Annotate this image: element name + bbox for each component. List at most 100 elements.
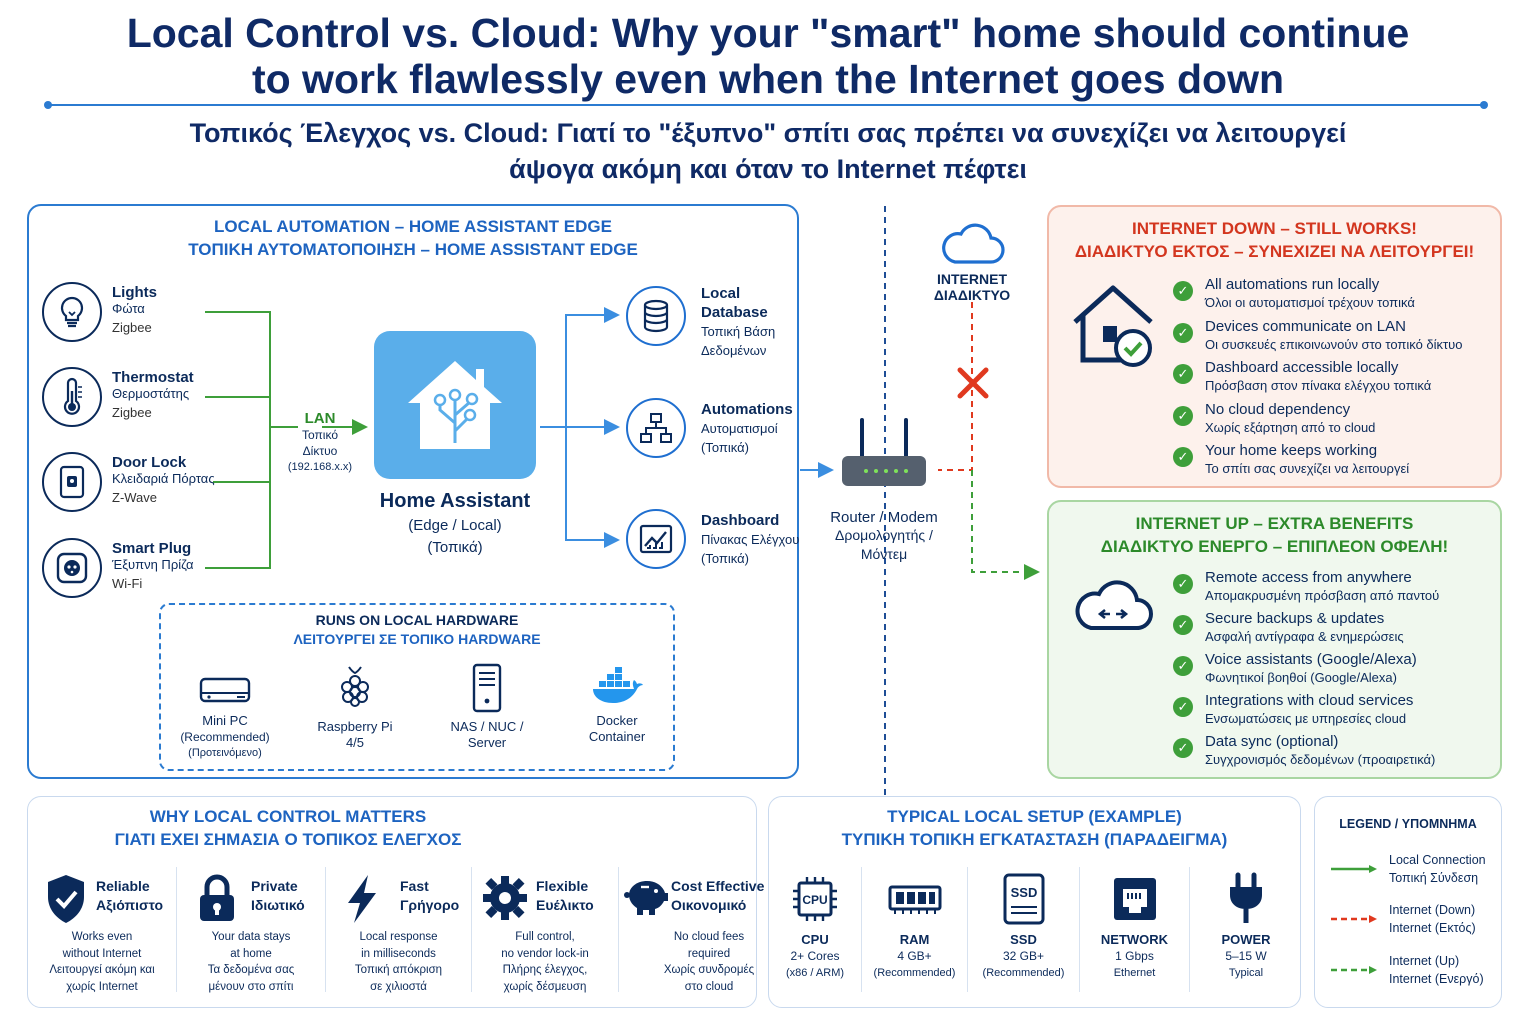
page-title-en: Local Control vs. Cloud: Why your "smart… <box>0 10 1536 102</box>
why-desc-3: Πλήρης έλεγχος, <box>502 964 588 976</box>
output-local-database[interactable]: Local Database Τοπική Βάση Δεδομένων <box>626 284 796 364</box>
local-panel-title: LOCAL AUTOMATION – HOME ASSISTANT EDGE Τ… <box>29 215 797 261</box>
why-desc-2: required <box>687 947 731 960</box>
setup-value: 4 GB+ <box>897 949 932 963</box>
check-icon: ✓ <box>1173 281 1193 301</box>
legend-en: Internet (Down) <box>1389 903 1476 917</box>
output-label-1: Dashboard <box>701 512 780 529</box>
device-name: Lights <box>112 284 157 301</box>
title-gr-line-2: άψογα ακόμη και όταν το Internet πέφτει <box>509 154 1027 184</box>
why-title-en: WHY LOCAL CONTROL MATTERS <box>149 807 427 826</box>
hw-label-2: Server <box>467 735 507 750</box>
check-icon: ✓ <box>1173 738 1193 758</box>
output-label-3: Αυτοματισμοί <box>701 421 778 436</box>
up-item-en: Voice assistants (Google/Alexa) <box>1205 651 1417 668</box>
internet-down-panel: INTERNET DOWN – STILL WORKS! ΔΙΑΔΙΚΤΥΟ Ε… <box>1047 205 1502 488</box>
down-item-gr: Πρόσβαση στον πίνακα ελέγχου τοπικά <box>1205 378 1432 393</box>
hw-label-2: (Recommended) <box>180 730 270 744</box>
mini-pc-icon <box>199 677 251 703</box>
hardware-nas-server[interactable]: NAS / NUC / Server <box>427 663 547 751</box>
home-check-icon <box>1073 285 1153 367</box>
legend-internet-up: Internet (Up)Internet (Ενεργό) <box>1331 952 1484 988</box>
router-label-gr-1: Δρομολογητής / <box>835 527 933 543</box>
setup-title-gr: ΤΥΠΙΚΗ ΤΟΠΙΚΗ ΕΓΚΑΤΑΣΤΑΣΗ (ΠΑΡΑΔΕΙΓΜΑ) <box>841 830 1228 849</box>
device-lights[interactable]: Lights Φώτα Zigbee <box>42 282 232 352</box>
title-line-1: Local Control vs. Cloud: Why your "smart… <box>126 10 1410 56</box>
ssd-glyph-text: SSD <box>1010 885 1037 900</box>
check-icon: ✓ <box>1173 615 1193 635</box>
lan-label: LAN Τοπικό Δίκτυο (192.168.x.x) <box>280 410 360 475</box>
divider-dot-right <box>1480 101 1488 109</box>
door-lock-icon <box>42 452 102 512</box>
down-item-en: All automations run locally <box>1205 276 1380 293</box>
setup-note: Ethernet <box>1113 967 1156 979</box>
up-item-gr: Φωνητικοί βοηθοί (Google/Alexa) <box>1205 670 1397 685</box>
why-desc-4: σε χιλιοστά <box>370 980 427 993</box>
down-item-en: Your home keeps working <box>1205 442 1378 459</box>
up-item-en: Remote access from anywhere <box>1205 569 1412 586</box>
setup-value: 32 GB+ <box>1002 949 1045 963</box>
why-head-gr: Γρήγορο <box>400 897 460 913</box>
hardware-title-en: RUNS ON LOCAL HARDWARE <box>315 612 519 628</box>
device-thermostat[interactable]: Thermostat Θερμοστάτης Zigbee <box>42 367 232 437</box>
padlock-icon <box>200 874 234 921</box>
hw-label-1: Docker <box>596 713 638 728</box>
up-item-gr: Απομακρυσμένη πρόσβαση από παντού <box>1205 588 1440 603</box>
why-title: WHY LOCAL CONTROL MATTERS ΓΙΑΤΙ ΕΧΕΙ ΣΗΜ… <box>88 805 488 851</box>
divider-dot-left <box>44 101 52 109</box>
raspberry-pi-icon <box>341 666 369 707</box>
legend-en: Internet (Up) <box>1389 954 1460 968</box>
setup-network: NETWORK 1 Gbps Ethernet <box>1080 863 1189 981</box>
docker-icon <box>593 667 643 703</box>
device-name: Door Lock <box>112 454 187 471</box>
device-name-gr: Κλειδαριά Πόρτας <box>112 471 215 486</box>
local-hardware-panel: RUNS ON LOCAL HARDWARE ΛΕΙΤΟΥΡΓΕΙ ΣΕ ΤΟΠ… <box>159 603 675 771</box>
legend-dashed-green-arrow <box>1331 966 1377 974</box>
down-item-gr: Το σπίτι σας συνεχίζει να λειτουργεί <box>1205 461 1410 476</box>
hardware-mini-pc[interactable]: Mini PC (Recommended) (Προτεινόμενο) <box>165 669 285 761</box>
hw-label-1: Raspberry Pi <box>317 719 393 734</box>
device-name-gr: Θερμοστάτης <box>112 386 190 401</box>
why-desc-3: Χωρίς συνδρομές <box>663 964 755 976</box>
device-smart-plug[interactable]: Smart Plug Έξυπνη Πρίζα Wi-Fi <box>42 538 232 608</box>
output-label-4: Δεδομένων <box>701 343 767 358</box>
output-label-1: Automations <box>701 401 793 418</box>
device-door-lock[interactable]: Door Lock Κλειδαριά Πόρτας Z-Wave <box>42 452 242 522</box>
router-node[interactable]: Router / Modem Δρομολογητής / Μόντεμ <box>824 416 944 564</box>
hw-label-2: 4/5 <box>345 735 365 750</box>
setup-note: (Recommended) <box>982 967 1065 979</box>
hardware-raspberry-pi[interactable]: Raspberry Pi 4/5 <box>295 663 415 751</box>
hardware-docker[interactable]: Docker Container <box>557 663 677 745</box>
up-title-en: INTERNET UP – EXTRA BENEFITS <box>1135 514 1414 533</box>
device-name-gr: Φώτα <box>112 301 145 316</box>
why-desc-4: στο cloud <box>684 980 734 993</box>
why-head-en: Cost Effective <box>671 878 765 894</box>
why-desc-2: in milliseconds <box>361 947 436 960</box>
legend-dashed-red-arrow <box>1331 915 1377 923</box>
internet-node: INTERNET ΔΙΑΔΙΚΤΥΟ <box>922 218 1022 303</box>
typical-setup-panel: TYPICAL LOCAL SETUP (EXAMPLE) ΤΥΠΙΚΗ ΤΟΠ… <box>768 796 1301 1008</box>
check-icon: ✓ <box>1173 364 1193 384</box>
why-desc-2: without Internet <box>62 947 142 960</box>
output-label-4: (Τοπικά) <box>701 551 749 566</box>
router-label-en: Router / Modem <box>830 509 938 526</box>
output-dashboard[interactable]: Dashboard Πίνακας Ελέγχου (Τοπικά) <box>626 509 799 579</box>
internet-up-panel: INTERNET UP – EXTRA BENEFITS ΔΙΑΔΙΚΤΥΟ Ε… <box>1047 500 1502 779</box>
home-assistant-hub[interactable] <box>374 331 536 479</box>
check-icon: ✓ <box>1173 697 1193 717</box>
why-desc-3: Λειτουργεί ακόμη και <box>49 964 155 976</box>
setup-ssd: SSD SSD 32 GB+ (Recommended) <box>968 863 1079 981</box>
device-name: Thermostat <box>112 369 194 386</box>
check-icon: ✓ <box>1173 322 1193 343</box>
output-automations[interactable]: Automations Αυτοματισμοί (Τοπικά) <box>626 398 796 468</box>
thermometer-icon <box>42 367 102 427</box>
why-desc-3: Τοπική απόκριση <box>354 964 443 976</box>
lan-ip: (192.168.x.x) <box>287 461 353 473</box>
setup-cpu: CPU CPU 2+ Cores (x86 / ARM) <box>769 863 861 981</box>
down-item-en: No cloud dependency <box>1205 400 1351 418</box>
